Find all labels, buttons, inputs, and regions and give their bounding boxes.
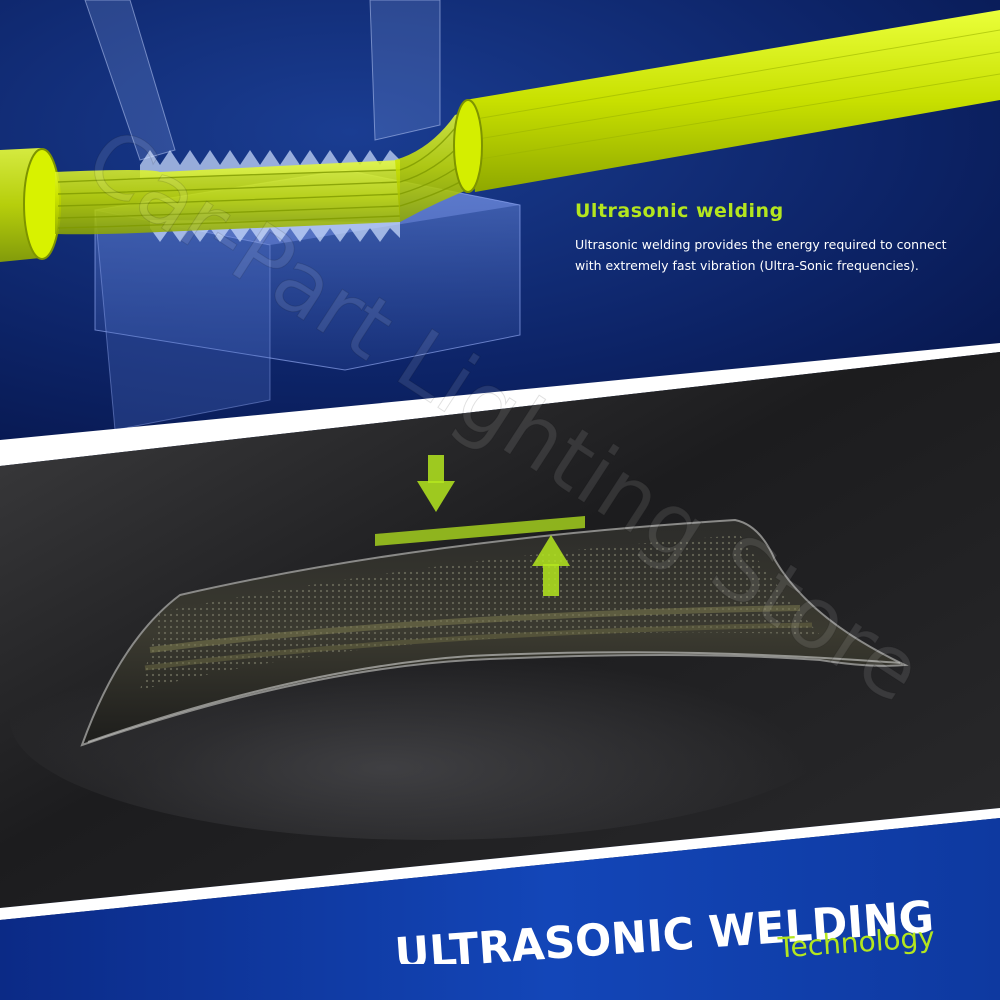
- banner-background: [0, 818, 1000, 1000]
- banner-white-edge: [0, 808, 1000, 920]
- wire-left: [0, 148, 401, 262]
- arrow-up-icon: [532, 535, 570, 596]
- feature-description-line: with extremely fast vibration (Ultra-Son…: [575, 258, 919, 273]
- feature-heading: Ultrasonic welding: [575, 200, 784, 222]
- wire-right: [453, 10, 1000, 193]
- banner-title: ULTRASONIC WELDING: [393, 898, 935, 964]
- sonotrode-column: [84, 0, 441, 161]
- section-divider: [0, 343, 1000, 466]
- feature-description-line: Ultrasonic welding provides the energy r…: [575, 237, 947, 252]
- weld-seam-highlight: [375, 516, 585, 546]
- marker-lamp-lens: [80, 518, 909, 747]
- arrow-down-icon: [417, 455, 455, 512]
- feature-description: Ultrasonic welding provides the energy r…: [575, 234, 975, 276]
